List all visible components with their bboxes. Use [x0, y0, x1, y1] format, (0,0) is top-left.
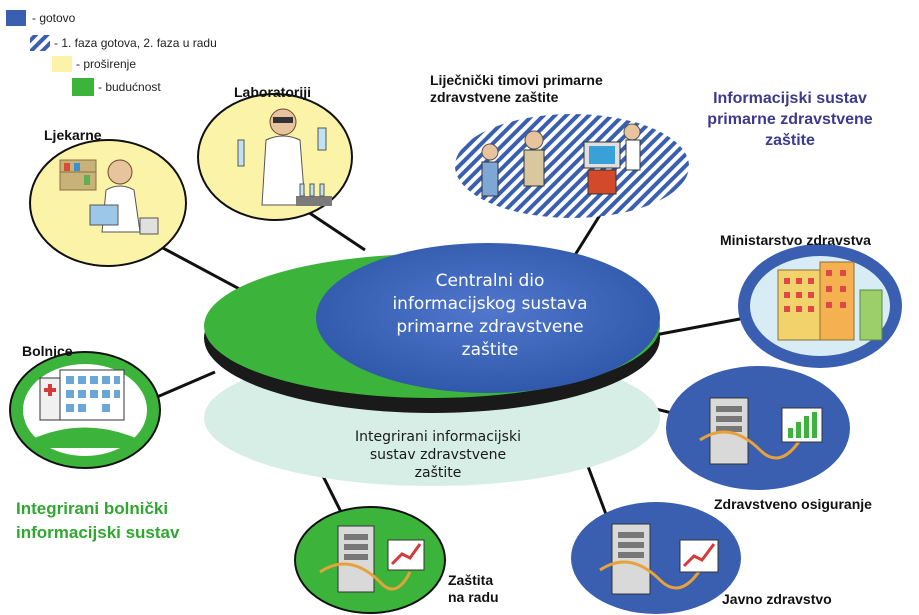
- server-chart-icon: [319, 525, 425, 593]
- node-bolnice: [9, 351, 161, 469]
- node-laboratoriji: [197, 93, 353, 221]
- server-chart-icon: [699, 397, 823, 465]
- connector-ministarstvo: [654, 316, 746, 337]
- legend-swatch-faza: [30, 35, 50, 51]
- caption-bolnicki-sustav: Integrirani bolnički informacijski susta…: [16, 497, 179, 545]
- central-line-4: zaštite: [461, 340, 519, 360]
- integrated-line-2: sustav zdravstvene: [369, 447, 507, 463]
- connector-timovi: [573, 214, 602, 256]
- label-timovi-line-2: zdravstvene zaštite: [430, 89, 559, 105]
- label-javno: Javno zdravstvo: [722, 591, 832, 607]
- legend-swatch-buducnost: [72, 78, 94, 96]
- legend-swatch-prosirenje: [52, 56, 72, 72]
- central-line-1: Centralni dio: [435, 271, 545, 291]
- label-ljekarne: Ljekarne: [44, 127, 102, 143]
- node-timovi: [455, 114, 689, 218]
- central-line-3: primarne zdravstvene: [396, 317, 584, 337]
- node-ministarstvo: [738, 244, 902, 368]
- label-osiguranje: Zdravstveno osiguranje: [714, 496, 872, 512]
- label-zastita: Zaštita na radu: [448, 572, 499, 606]
- legend-item-buducnost: - budućnost: [98, 80, 161, 94]
- label-zastita-line-1: Zaštita: [448, 572, 494, 588]
- caption-primarni-line-2: primarne zdravstvene: [707, 111, 873, 128]
- building-icon: [777, 261, 883, 341]
- legend-item-prosirenje: - proširenje: [76, 57, 136, 71]
- caption-bolnicki-line-1: Integrirani bolnički: [16, 499, 169, 518]
- label-zastita-line-2: na radu: [448, 589, 499, 605]
- legend-swatch-gotovo: [6, 10, 26, 26]
- caption-primarni-line-3: zaštite: [765, 132, 815, 149]
- legend-label: - 1. faza gotova, 2. faza u radu: [54, 36, 217, 50]
- integrated-line-1: Integrirani informacijski: [355, 429, 521, 445]
- legend-label: - gotovo: [32, 11, 76, 25]
- caption-primarni-sustav: Informacijski sustav primarne zdravstven…: [680, 88, 900, 151]
- label-ministarstvo: Ministarstvo zdravstva: [720, 232, 871, 248]
- central-line-2: informacijskog sustava: [392, 294, 588, 314]
- legend-label: - budućnost: [98, 80, 161, 94]
- node-ljekarne: [29, 139, 187, 267]
- hospital-icon: [30, 369, 140, 448]
- node-javno: [571, 502, 741, 614]
- connector-bolnice: [149, 370, 216, 402]
- node-osiguranje: [666, 366, 850, 490]
- label-laboratoriji: Laboratoriji: [234, 84, 312, 100]
- caption-primarni-line-1: Informacijski sustav: [713, 90, 867, 107]
- central-system-label: Centralni dio informacijskog sustava pri…: [335, 270, 645, 362]
- legend-label: - proširenje: [76, 57, 137, 71]
- pharmacist-icon: [59, 159, 159, 235]
- label-bolnice: Bolnice: [22, 343, 73, 359]
- label-timovi: Liječnički timovi primarne zdravstvene z…: [430, 72, 603, 106]
- caption-bolnicki-line-2: informacijski sustav: [16, 523, 180, 542]
- doctors-computer-icon: [481, 123, 641, 197]
- node-zastita: [294, 506, 446, 614]
- lab-scientist-icon: [237, 108, 332, 206]
- integrated-system-label: Integrirani informacijski sustav zdravst…: [318, 428, 558, 482]
- integrated-line-3: zaštite: [414, 465, 462, 481]
- central-disc-blue: [316, 243, 660, 393]
- legend-item-faza: - 1. faza gotova, 2. faza u radu: [54, 36, 217, 50]
- legend-item-gotovo: - gotovo: [32, 11, 75, 25]
- label-timovi-line-1: Liječnički timovi primarne: [430, 72, 603, 88]
- server-chart-icon: [599, 523, 719, 595]
